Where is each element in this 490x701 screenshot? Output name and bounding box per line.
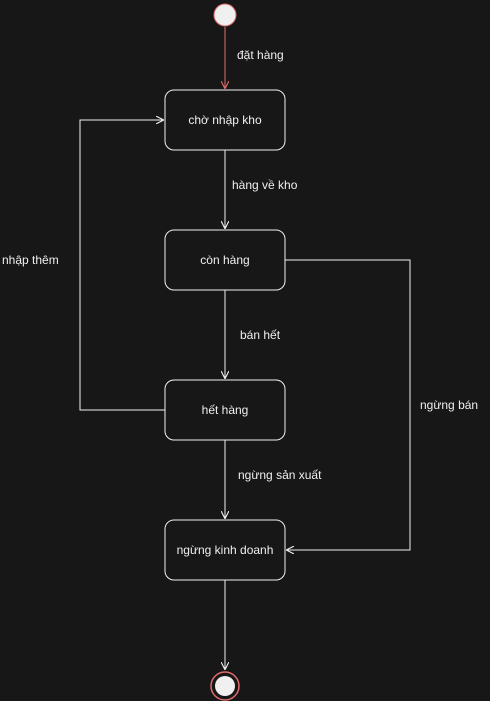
state-label-cho-nhap-kho: chờ nhập kho bbox=[188, 113, 262, 127]
edge-label-ban-het: bán hết bbox=[240, 328, 281, 342]
initial-node[interactable] bbox=[213, 3, 237, 27]
state-label-ngung-kinh-doanh: ngừng kinh doanh bbox=[177, 543, 274, 557]
edge-nhap-them[interactable] bbox=[79, 120, 165, 411]
state-label-con-hang: còn hàng bbox=[200, 253, 249, 267]
edge-label-ngung-san-xuat: ngừng sản xuất bbox=[238, 468, 322, 482]
final-node-outer[interactable] bbox=[210, 671, 240, 701]
state-label-het-hang: hết hàng bbox=[202, 403, 249, 417]
final-node-inner bbox=[215, 676, 235, 696]
edge-ngung-ban[interactable] bbox=[285, 259, 411, 550]
edge-label-hang-ve-kho: hàng về kho bbox=[232, 178, 298, 192]
edge-label-ngung-ban: ngừng bán bbox=[420, 398, 478, 412]
edge-label-dat-hang: đặt hàng bbox=[237, 48, 284, 62]
edge-label-nhap-them: nhập thêm bbox=[2, 253, 59, 267]
